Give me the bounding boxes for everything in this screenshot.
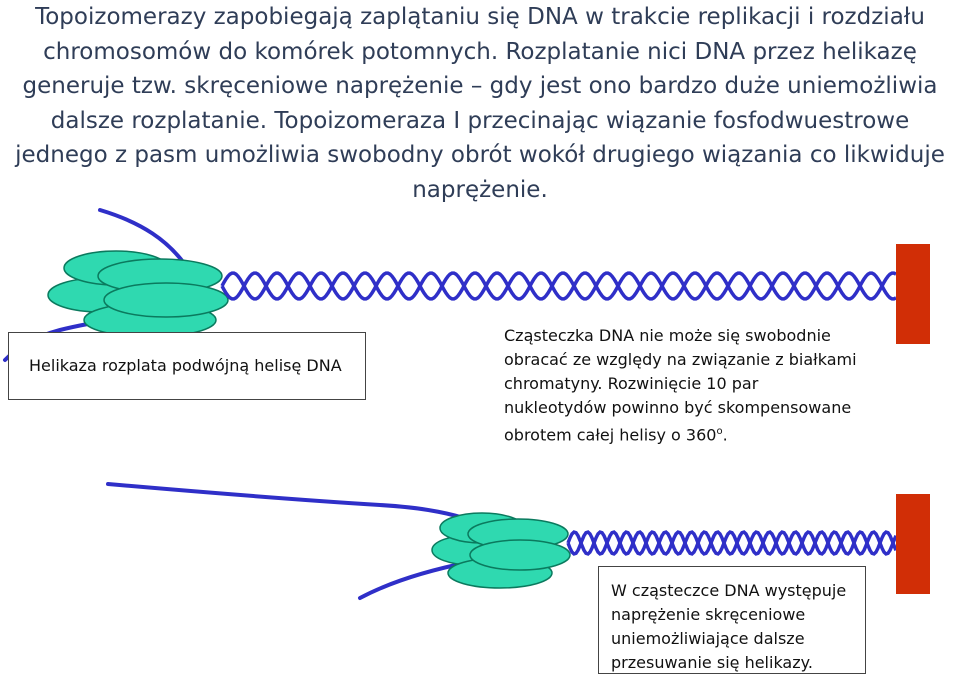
caption-line: chromatyny. Rozwinięcie 10 par: [504, 372, 884, 396]
caption-line: nukleotydów powinno być skompensowane: [504, 396, 884, 420]
chromatin-anchor-block: [896, 244, 930, 344]
helicase-complex: [48, 251, 228, 337]
unwound-strand-upper: [108, 484, 470, 520]
caption-last-line-text: obrotem całej helisy o 360: [504, 425, 716, 444]
caption-line: obrotem całej helisy o 360o.: [504, 420, 884, 447]
caption-line: przesuwanie się helikazy.: [611, 651, 865, 675]
caption-line: W cząsteczce DNA występuje: [611, 579, 865, 603]
caption-torsional-stress: W cząsteczce DNA występuje naprężenie sk…: [598, 566, 866, 674]
chromatin-anchor-block: [896, 494, 930, 594]
caption-line: Cząsteczka DNA nie może się swobodnie: [504, 324, 884, 348]
helicase-subunit: [104, 283, 228, 317]
caption-helicase: Helikaza rozplata podwójną helisę DNA: [8, 332, 366, 400]
caption-line: uniemożliwiające dalsze: [611, 627, 865, 651]
caption-helicase-text: Helikaza rozplata podwójną helisę DNA: [29, 354, 342, 378]
caption-last-line-end: .: [723, 425, 728, 444]
helicase-complex: [432, 513, 570, 588]
caption-line: naprężenie skręceniowe: [611, 603, 865, 627]
caption-dna-molecule: Cząsteczka DNA nie może się swobodnie ob…: [504, 324, 884, 447]
helicase-subunit: [470, 540, 570, 570]
caption-line: obracać ze względy na związanie z białka…: [504, 348, 884, 372]
